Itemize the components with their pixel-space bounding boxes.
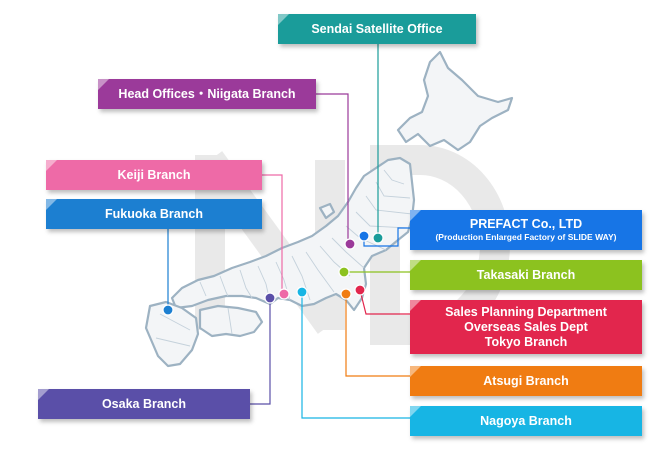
dot-atsugi	[340, 288, 352, 300]
label-text: Nagoya Branch	[480, 413, 572, 428]
label-line-3: Tokyo Branch	[484, 334, 568, 349]
shikoku	[198, 304, 264, 338]
label-head-offices-niigata-branch[interactable]: Head Offices・Niigata Branch	[98, 79, 316, 109]
label-line-1: Sales Planning Department	[445, 304, 607, 319]
label-text: Head Offices・Niigata Branch	[118, 86, 296, 101]
label-tokyo-branch[interactable]: Sales Planning Department Overseas Sales…	[410, 300, 642, 354]
label-osaka-branch[interactable]: Osaka Branch	[38, 389, 250, 419]
dot-prefact	[358, 230, 370, 242]
label-text: Takasaki Branch	[476, 267, 576, 282]
dot-sendai	[372, 232, 384, 244]
label-text: Keiji Branch	[117, 167, 191, 182]
label-atsugi-branch[interactable]: Atsugi Branch	[410, 366, 642, 396]
label-subtext: (Production Enlarged Factory of SLIDE WA…	[435, 232, 617, 242]
dot-takasaki	[338, 266, 350, 278]
label-text: PREFACT Co., LTD	[469, 217, 583, 231]
dot-fukuoka	[162, 304, 174, 316]
label-keiji-branch[interactable]: Keiji Branch	[46, 160, 262, 190]
label-prefact-co-ltd[interactable]: PREFACT Co., LTD (Production Enlarged Fa…	[410, 210, 642, 250]
dot-head-office	[344, 238, 356, 250]
label-nagoya-branch[interactable]: Nagoya Branch	[410, 406, 642, 436]
dot-keiji	[278, 288, 290, 300]
dot-nagoya	[296, 286, 308, 298]
sado-island	[318, 202, 336, 220]
label-text: Osaka Branch	[101, 396, 187, 411]
label-sendai-satellite-office[interactable]: Sendai Satellite Office	[278, 14, 476, 44]
label-fukuoka-branch[interactable]: Fukuoka Branch	[46, 199, 262, 229]
label-line-2: Overseas Sales Dept	[464, 319, 588, 334]
label-text: Sendai Satellite Office	[311, 21, 443, 36]
label-text: Fukuoka Branch	[105, 206, 203, 221]
kyushu	[144, 300, 200, 368]
dot-osaka	[264, 292, 276, 304]
label-text: Atsugi Branch	[483, 373, 569, 388]
hokkaido	[396, 50, 514, 152]
label-takasaki-branch[interactable]: Takasaki Branch	[410, 260, 642, 290]
dot-tokyo	[354, 284, 366, 296]
